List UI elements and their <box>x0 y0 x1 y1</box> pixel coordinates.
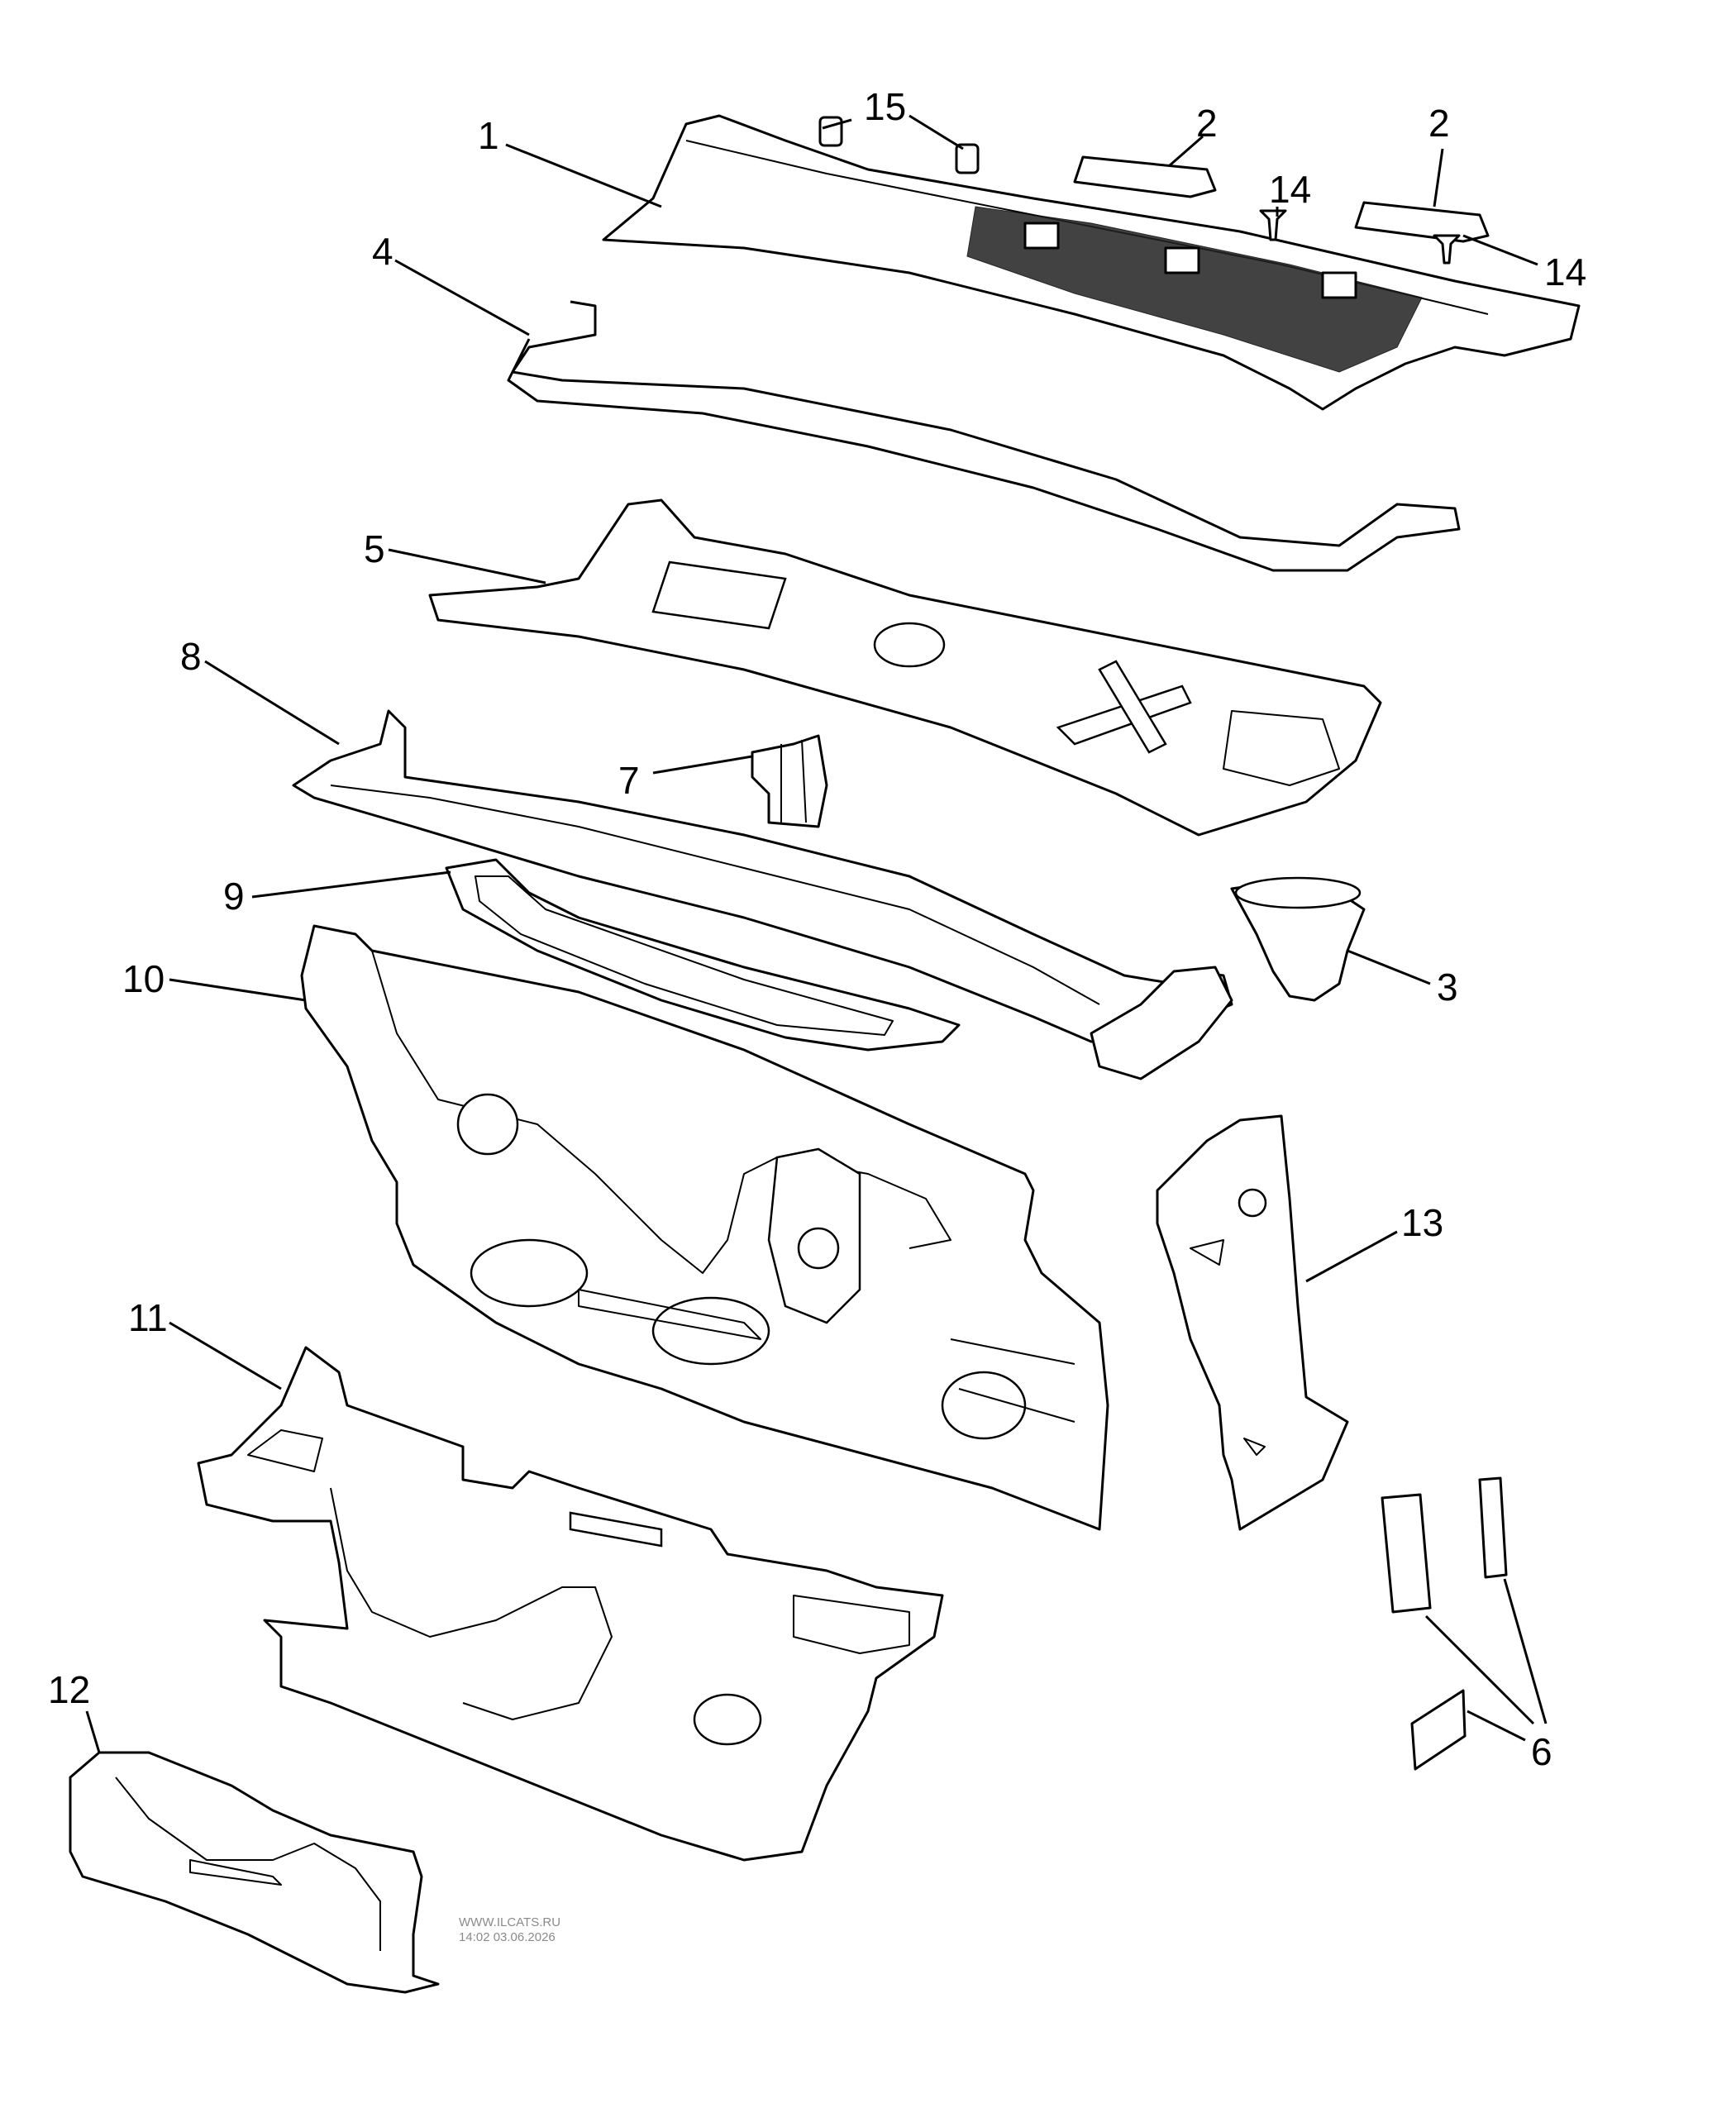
callout-3: 3 <box>1437 966 1458 1009</box>
part-9-frame <box>445 858 961 1052</box>
callout-1: 1 <box>478 114 499 157</box>
callout-13: 13 <box>1401 1201 1443 1244</box>
part-2-pad-left <box>1073 155 1217 198</box>
part-12-floor-panel <box>69 1751 440 1994</box>
watermark-timestamp: 14:02 03.06.2026 <box>459 1930 556 1944</box>
part-2-pad-right <box>1354 201 1490 243</box>
part-13-pillar <box>1156 1114 1349 1531</box>
part-7-bracket <box>751 734 828 828</box>
callout-11: 11 <box>128 1296 168 1339</box>
callout-10: 10 <box>122 957 165 1000</box>
part-3-duct <box>1230 876 1366 1002</box>
callout-5: 5 <box>364 527 385 570</box>
watermark-site: WWW.ILCATS.RU <box>459 1915 560 1929</box>
callout-14a: 14 <box>1269 168 1311 211</box>
part-10-dash-panel <box>300 924 1109 1531</box>
part-14-screws <box>1259 209 1461 265</box>
callout-14b: 14 <box>1544 250 1586 293</box>
callout-15: 15 <box>864 85 906 128</box>
callout-9: 9 <box>223 875 245 918</box>
part-5-upper-plenum <box>428 498 1382 837</box>
callout-8: 8 <box>180 635 202 678</box>
part-4-seal <box>507 300 1461 572</box>
callout-6: 6 <box>1531 1730 1552 1773</box>
callout-4: 4 <box>372 230 393 273</box>
part-1-cowl-panel <box>602 114 1581 411</box>
callout-12: 12 <box>48 1668 90 1711</box>
part-11-lower-dash <box>197 1346 944 1862</box>
callout-7: 7 <box>618 759 640 802</box>
part-8-right-end <box>1090 966 1233 1080</box>
callout-2a: 2 <box>1196 102 1218 145</box>
leader-lines <box>85 114 1548 1753</box>
part-6-patches <box>1381 1476 1508 1771</box>
callout-2b: 2 <box>1428 102 1450 145</box>
